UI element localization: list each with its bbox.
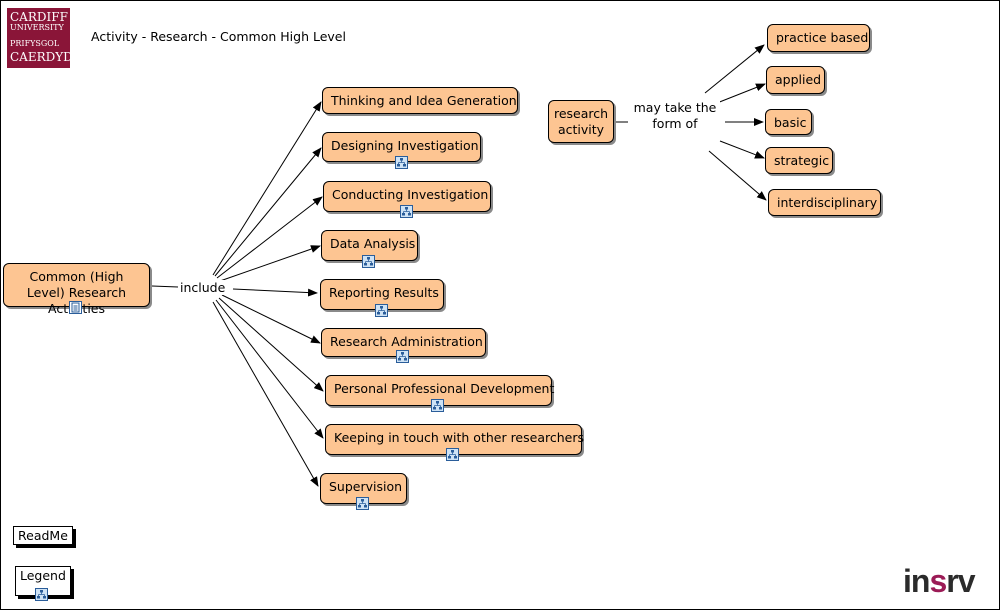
concept-designing-investigation[interactable]: Designing Investigation (322, 132, 481, 162)
cardiff-university-logo: CARDIFF UNIVERSITY PRIFYSGOL CAERDYDD (7, 8, 82, 68)
concept-map-link-icon[interactable] (431, 399, 444, 412)
concept-map-link-icon[interactable] (396, 350, 409, 363)
concept-applied[interactable]: applied (766, 66, 825, 94)
insrv-logo: insrv (903, 563, 975, 599)
concept-map-link-icon[interactable] (356, 497, 369, 510)
concept-map-link-icon[interactable] (400, 205, 413, 218)
concept-strategic[interactable]: strategic (765, 147, 833, 174)
link-label-include: include (180, 280, 226, 295)
concept-common-research-activities[interactable]: Common (High Level) Research Activities (3, 263, 150, 316)
concept-basic[interactable]: basic (765, 109, 812, 135)
concept-research-administration[interactable]: Research Administration (321, 328, 486, 357)
concept-map-link-icon[interactable] (395, 156, 408, 169)
concept-interdisciplinary[interactable]: interdisciplinary (768, 189, 881, 216)
concept-map-link-icon[interactable] (446, 448, 459, 461)
concept-map-link-icon[interactable] (362, 255, 375, 268)
concept-map-link-icon[interactable] (35, 588, 48, 601)
link-label-may-take-the-form-of: may take the form of (630, 100, 720, 132)
concept-practice-based[interactable]: practice based (767, 24, 870, 52)
document-icon[interactable] (69, 301, 82, 314)
concept-map-link-icon[interactable] (375, 304, 388, 317)
concept-research-activity[interactable]: research activity (548, 100, 614, 143)
concept-thinking-idea-generation[interactable]: Thinking and Idea Generation (322, 87, 518, 114)
readme-button[interactable]: ReadMe (13, 526, 73, 545)
map-title: Activity - Research - Common High Level (91, 29, 346, 44)
